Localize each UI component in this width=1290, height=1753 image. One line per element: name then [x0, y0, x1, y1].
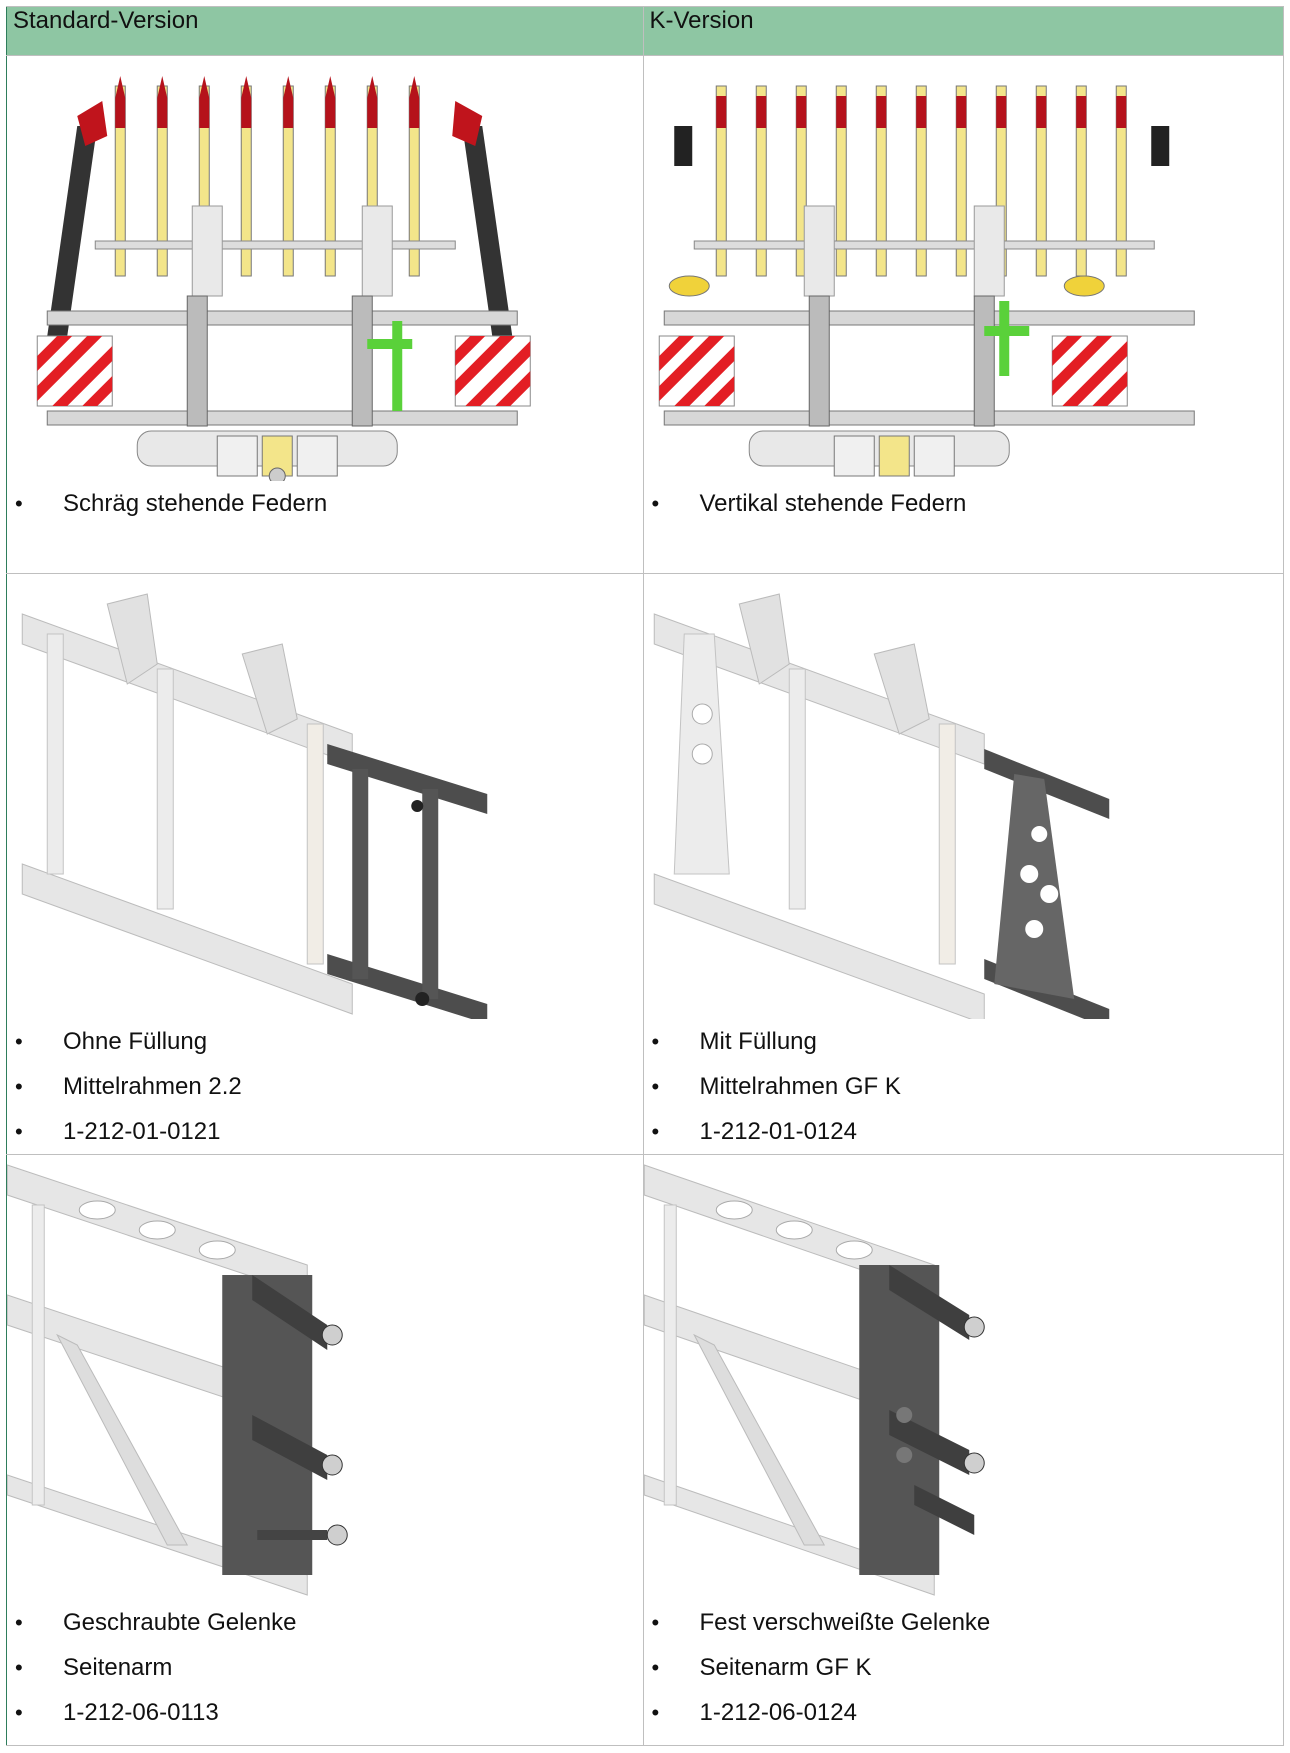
k-springs-list: Vertikal stehende Federn	[644, 481, 1284, 526]
cell-standard-mid-frame: Ohne Füllung Mittelrahmen 2.2 1-212-01-0…	[6, 573, 644, 1155]
list-item: 1-212-06-0113	[7, 1690, 643, 1735]
cell-k-mid-frame: Mit Füllung Mittelrahmen GF K 1-212-01-0…	[642, 573, 1284, 1155]
list-item: 1-212-06-0124	[644, 1690, 1284, 1735]
k-mid-frame-drawing	[643, 574, 1283, 1019]
list-item: Fest verschweißte Gelenke	[644, 1600, 1284, 1645]
list-item: Vertikal stehende Federn	[644, 481, 1284, 526]
cell-standard-side-arm: Geschraubte Gelenke Seitenarm 1-212-06-0…	[6, 1154, 644, 1746]
list-item: Mit Füllung	[644, 1019, 1284, 1064]
cell-k-side-arm: Fest verschweißte Gelenke Seitenarm GF K…	[642, 1154, 1284, 1746]
k-front-view-drawing	[653, 66, 1254, 481]
list-item: Seitenarm GF K	[644, 1645, 1284, 1690]
standard-mid-frame-list: Ohne Füllung Mittelrahmen 2.2 1-212-01-0…	[7, 1019, 643, 1154]
standard-mid-frame-drawing	[7, 574, 643, 1019]
list-item: 1-212-01-0121	[7, 1109, 643, 1154]
list-item: Ohne Füllung	[7, 1019, 643, 1064]
row-side-arm: Geschraubte Gelenke Seitenarm 1-212-06-0…	[6, 1154, 1284, 1746]
header-row: Standard-Version K-Version	[6, 6, 1284, 56]
list-item: Mittelrahmen 2.2	[7, 1064, 643, 1109]
row-mid-frame: Ohne Füllung Mittelrahmen 2.2 1-212-01-0…	[6, 573, 1284, 1155]
cell-k-springs: Vertikal stehende Federn	[642, 55, 1284, 574]
standard-springs-list: Schräg stehende Federn	[7, 481, 643, 526]
k-mid-frame-list: Mit Füllung Mittelrahmen GF K 1-212-01-0…	[644, 1019, 1284, 1154]
list-item: 1-212-01-0124	[644, 1109, 1284, 1154]
k-side-arm-list: Fest verschweißte Gelenke Seitenarm GF K…	[644, 1600, 1284, 1735]
list-item: Geschraubte Gelenke	[7, 1600, 643, 1645]
list-item: Seitenarm	[7, 1645, 643, 1690]
list-item: Mittelrahmen GF K	[644, 1064, 1284, 1109]
header-standard-version: Standard-Version	[6, 6, 644, 56]
k-side-arm-drawing	[643, 1155, 1283, 1600]
comparison-table: Standard-Version K-Version	[6, 6, 1284, 1746]
standard-side-arm-list: Geschraubte Gelenke Seitenarm 1-212-06-0…	[7, 1600, 643, 1735]
standard-front-view-drawing	[27, 66, 623, 481]
header-k-version: K-Version	[642, 6, 1284, 56]
standard-side-arm-drawing	[7, 1155, 643, 1600]
cell-standard-springs: Schräg stehende Federn	[6, 55, 644, 574]
list-item: Schräg stehende Federn	[7, 481, 643, 526]
row-springs: Schräg stehende Federn	[6, 55, 1284, 574]
